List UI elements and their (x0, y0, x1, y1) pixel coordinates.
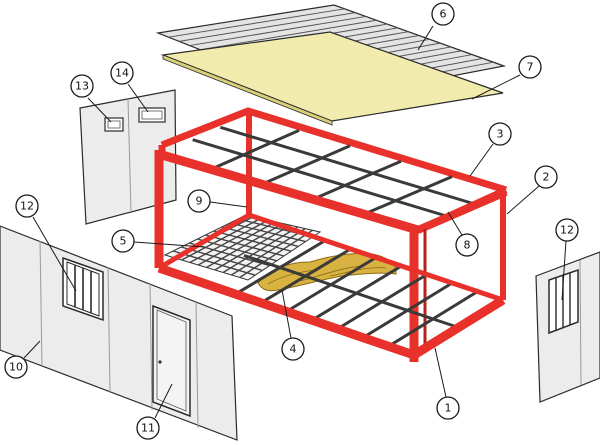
svg-text:1: 1 (445, 402, 452, 415)
mesh-line (231, 228, 306, 276)
ceiling-cross-beam (316, 159, 402, 199)
side-wall-panel (0, 225, 238, 441)
svg-text:9: 9 (196, 195, 203, 208)
callout-2: 2 (506, 165, 558, 215)
callout-3: 3 (469, 122, 512, 177)
roof-rib (200, 19, 377, 51)
end-wall-window-panel (535, 251, 600, 403)
callout-labels: 6 7 3 2 8 9 (4, 2, 579, 440)
callout-12-right: 12 (555, 218, 579, 301)
roof-rib (168, 8, 345, 38)
mesh-line (214, 224, 291, 271)
roof-insulation-panel (160, 31, 504, 126)
callout-13: 13 (70, 74, 112, 123)
roof-rib (179, 12, 356, 42)
roof-rib (189, 15, 366, 47)
end-wall-door-panel (79, 89, 177, 225)
callout-5: 5 (111, 229, 206, 253)
callout-8: 8 (447, 211, 479, 257)
svg-text:14: 14 (115, 67, 129, 80)
svg-text:6: 6 (440, 8, 447, 21)
mesh-line (239, 229, 313, 279)
mesh-line (221, 226, 299, 248)
mesh-line (205, 234, 285, 257)
callout-9: 9 (187, 189, 248, 213)
svg-text:4: 4 (290, 343, 297, 356)
svg-text:8: 8 (464, 239, 471, 252)
svg-text:13: 13 (75, 80, 89, 93)
callout-1: 1 (434, 347, 460, 420)
floor-frame (157, 212, 506, 360)
ceiling-long-beam (219, 125, 476, 206)
callout-10: 10 (4, 340, 41, 379)
side-door (152, 304, 191, 418)
ceiling-long-beam (192, 138, 447, 218)
callout-14: 14 (110, 61, 149, 113)
svg-text:5: 5 (120, 235, 127, 248)
side-window-barred (62, 256, 104, 322)
mesh-line (222, 226, 299, 274)
svg-text:12: 12 (560, 224, 574, 237)
svg-text:10: 10 (9, 361, 23, 374)
svg-text:7: 7 (527, 61, 534, 74)
ceiling-cross-beam (265, 144, 351, 184)
svg-text:11: 11 (141, 422, 155, 435)
callout-4: 4 (281, 289, 305, 361)
floor-insulation (257, 253, 397, 292)
callout-12-left: 12 (15, 194, 77, 292)
svg-text:12: 12 (20, 200, 34, 213)
mesh-line (229, 222, 306, 243)
small-window-right (138, 107, 166, 123)
callout-7: 7 (471, 55, 542, 100)
svg-text:2: 2 (543, 171, 550, 184)
ceiling-cross-beam (366, 175, 453, 215)
mesh-line (213, 230, 292, 252)
ceiling-cross-beam (214, 129, 300, 169)
steel-frame (154, 107, 508, 362)
callout-11: 11 (136, 383, 173, 440)
svg-text:3: 3 (497, 128, 504, 141)
floor-long-beam (243, 254, 459, 329)
callout-6: 6 (417, 2, 455, 51)
